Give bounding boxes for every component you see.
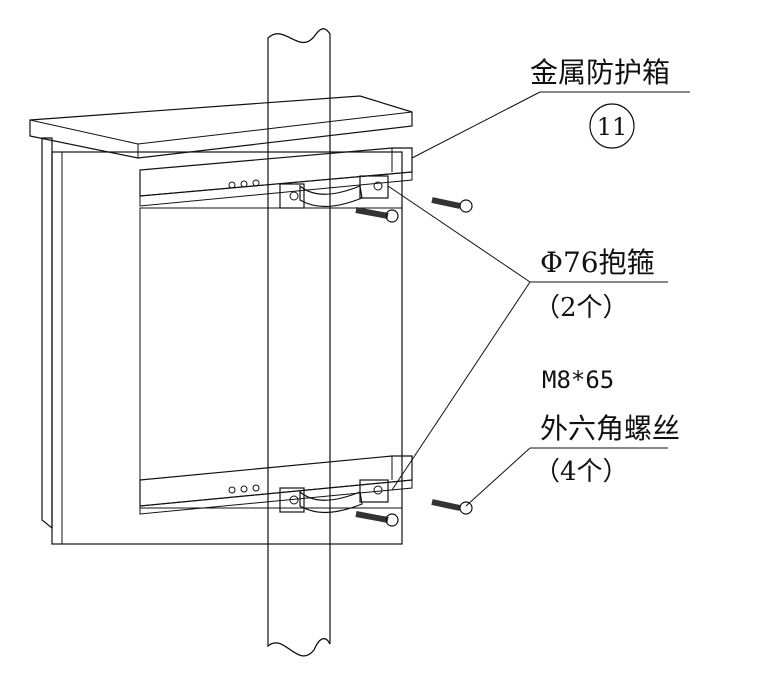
lower-mounting-rail xyxy=(139,455,413,515)
rail-hole xyxy=(252,484,260,492)
lower-bolt-outer xyxy=(431,499,473,515)
upper-bolt-outer xyxy=(431,197,473,213)
ref-number: 11 xyxy=(597,113,628,141)
rail-hole xyxy=(228,181,236,189)
label-pipe-clamp: Φ76抱箍 xyxy=(540,246,655,279)
upper-pipe-clamp xyxy=(279,175,389,209)
label-hex-bolt: 外六角螺丝 xyxy=(540,412,680,445)
label-bolt-spec: M8*65 xyxy=(542,366,614,394)
mounting-pole xyxy=(267,28,331,657)
lower-bolt-inner xyxy=(355,511,399,527)
cabinet-front-recess xyxy=(139,207,403,509)
cabinet-side-panel xyxy=(41,137,53,530)
label-metal-box: 金属防护箱 xyxy=(530,56,670,89)
upper-bolt-inner xyxy=(355,207,399,223)
rail-hole xyxy=(228,486,236,494)
rail-hole xyxy=(240,485,248,493)
cabinet-lid xyxy=(29,95,413,159)
label-clamp-qty: （2个） xyxy=(534,293,629,323)
lower-pipe-clamp xyxy=(279,479,389,514)
rail-hole xyxy=(240,180,248,188)
upper-mounting-rail xyxy=(139,147,413,207)
metal-cabinet xyxy=(29,95,413,545)
leader-lines xyxy=(387,91,690,507)
rail-hole xyxy=(252,179,260,187)
label-bolt-qty: （4个） xyxy=(534,457,629,487)
ref-number-circle xyxy=(589,103,635,149)
cabinet-body xyxy=(51,151,403,545)
